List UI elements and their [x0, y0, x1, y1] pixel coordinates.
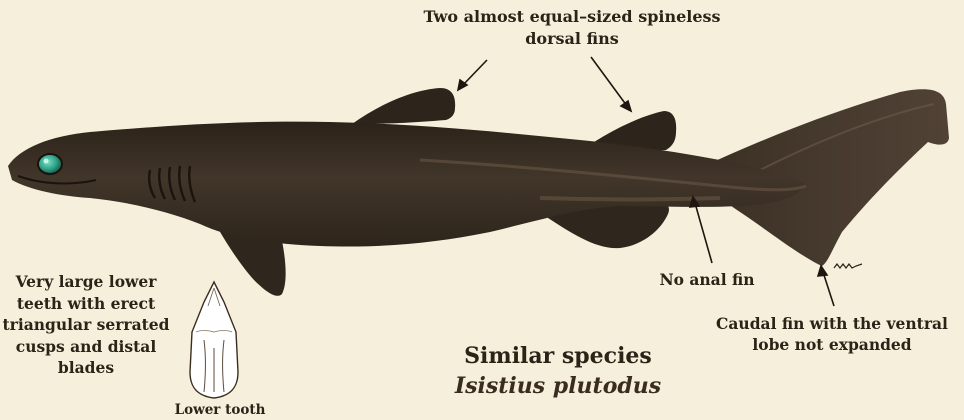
lower-tooth-caption: Lower tooth	[150, 402, 290, 418]
lower-teeth-label: Very large lower teeth with erect triang…	[0, 271, 172, 379]
scale-mark	[834, 264, 862, 268]
first-dorsal-fin	[352, 88, 455, 124]
eye	[38, 154, 62, 174]
arrow-second-dorsal	[591, 57, 631, 111]
arrow-caudal-fin	[818, 266, 834, 306]
caudal-fin-label: Caudal fin with the ventral lobe not exp…	[700, 313, 964, 355]
dorsal-fins-label: Two almost equal–sized spineless dorsal …	[402, 6, 742, 50]
similar-species-heading: Similar species	[448, 343, 668, 369]
lower-tooth-drawing	[190, 282, 238, 398]
anal-fin-label: No anal fin	[636, 270, 778, 290]
arrow-first-dorsal	[458, 60, 487, 90]
arrow-anal-fin	[690, 197, 712, 263]
similar-species-name: Isistius plutodus	[448, 373, 668, 399]
